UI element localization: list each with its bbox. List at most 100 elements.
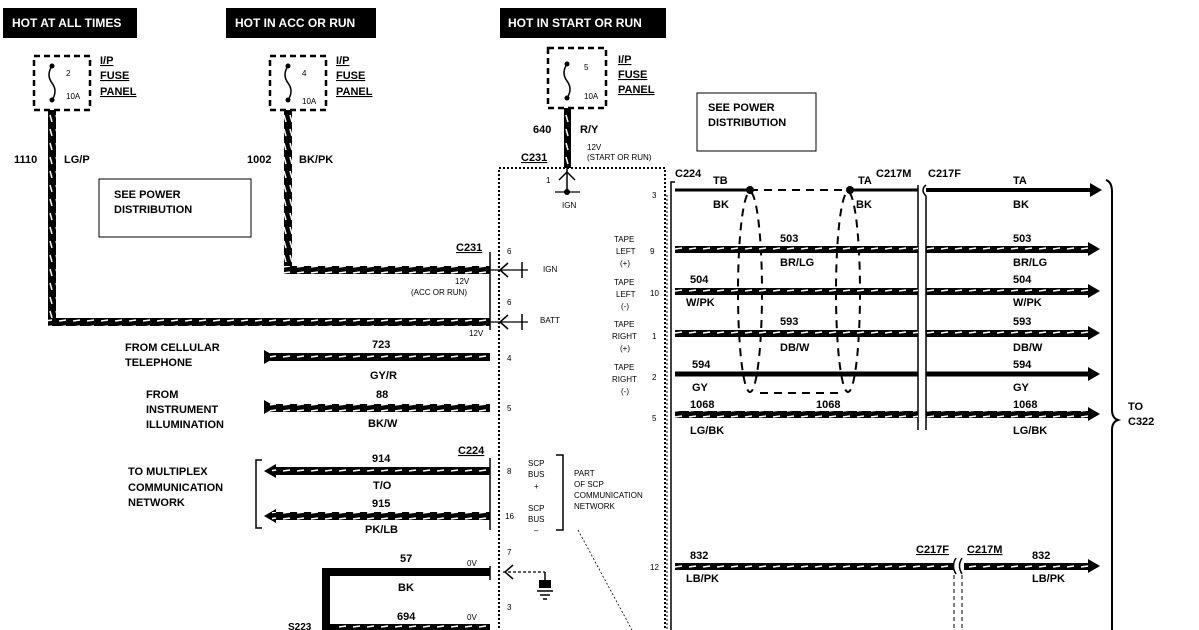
svg-text:914: 914: [372, 453, 391, 465]
svg-text:1: 1: [652, 332, 657, 341]
connector-c231: C231: [456, 242, 482, 254]
svg-text:6: 6: [507, 247, 512, 256]
svg-text:5: 5: [652, 414, 657, 423]
svg-text:GY: GY: [692, 382, 709, 394]
wire-593: [675, 330, 918, 337]
svg-text:FUSE: FUSE: [618, 69, 647, 81]
svg-text:10: 10: [650, 289, 659, 298]
svg-text:I/P: I/P: [336, 55, 349, 67]
svg-text:0V: 0V: [467, 613, 477, 622]
svg-text:RIGHT: RIGHT: [612, 332, 637, 341]
radio-module-outline: [498, 167, 666, 630]
svg-text:593: 593: [1013, 316, 1031, 328]
svg-text:BUS: BUS: [528, 470, 544, 479]
svg-text:HOT IN START OR RUN: HOT IN START OR RUN: [508, 16, 642, 30]
svg-text:DB/W: DB/W: [780, 342, 810, 354]
svg-text:(+): (+): [620, 259, 630, 268]
svg-text:5: 5: [584, 63, 589, 72]
svg-text:594: 594: [1013, 359, 1032, 371]
svg-text:1068: 1068: [816, 399, 840, 411]
svg-text:6: 6: [507, 298, 512, 307]
svg-text:1068: 1068: [1013, 399, 1037, 411]
svg-text:BR/LG: BR/LG: [780, 257, 814, 269]
svg-text:SCP: SCP: [528, 504, 544, 513]
svg-text:2: 2: [652, 373, 657, 382]
svg-text:I/P: I/P: [100, 55, 113, 67]
svg-text:9: 9: [650, 247, 655, 256]
svg-text:C322: C322: [1128, 416, 1154, 428]
svg-text:W/PK: W/PK: [1013, 297, 1042, 309]
svg-text:–: –: [534, 526, 539, 535]
svg-text:FUSE: FUSE: [336, 70, 365, 82]
fuse-4: 4 10A I/P FUSE PANEL: [268, 54, 373, 112]
tape-right-plus-label: TAPE RIGHT (+): [612, 320, 637, 353]
svg-text:IGN: IGN: [543, 265, 557, 274]
wire-915: [272, 512, 490, 520]
see-power-distribution-right: SEE POWER DISTRIBUTION: [696, 92, 817, 152]
svg-text:PANEL: PANEL: [100, 86, 137, 98]
svg-text:503: 503: [780, 233, 798, 245]
tape-left-plus-label: TAPE LEFT (+): [614, 235, 636, 268]
svg-text:OF SCP: OF SCP: [574, 480, 604, 489]
svg-text:8: 8: [507, 467, 512, 476]
wire-914: [272, 467, 490, 475]
svg-text:IGN: IGN: [562, 201, 576, 210]
svg-text:7: 7: [507, 548, 512, 557]
svg-text:88: 88: [376, 389, 388, 401]
svg-text:10A: 10A: [302, 97, 317, 106]
svg-text:504: 504: [1013, 274, 1032, 286]
svg-text:3: 3: [652, 191, 657, 200]
fuse-2: 2 10A I/P FUSE PANEL: [32, 54, 137, 112]
svg-text:FROM CELLULAR: FROM CELLULAR: [125, 342, 220, 354]
wire-1110-number: 1110: [14, 154, 37, 166]
svg-text:HOT IN ACC OR RUN: HOT IN ACC OR RUN: [235, 16, 355, 30]
svg-text:COMMUNICATION: COMMUNICATION: [574, 491, 643, 500]
svg-text:TA: TA: [858, 175, 872, 187]
connector-c217f-top: C217F: [928, 168, 961, 180]
see-power-distribution-left: SEE POWER DISTRIBUTION: [98, 178, 252, 238]
wire-1110: [48, 110, 56, 325]
svg-text:4: 4: [302, 69, 307, 78]
svg-text:723: 723: [372, 339, 390, 351]
svg-text:SEE POWER: SEE POWER: [708, 102, 775, 114]
svg-text:LG/BK: LG/BK: [1013, 425, 1047, 437]
svg-text:GY/R: GY/R: [370, 370, 397, 382]
wire-640: [564, 108, 571, 168]
fuse-5: 5 10A I/P FUSE PANEL: [546, 46, 655, 110]
svg-text:10A: 10A: [584, 92, 599, 101]
svg-text:PANEL: PANEL: [618, 84, 655, 96]
svg-text:LEFT: LEFT: [616, 247, 636, 256]
svg-text:GY: GY: [1013, 382, 1030, 394]
svg-text:(+): (+): [620, 344, 630, 353]
svg-text:S223: S223: [288, 622, 312, 630]
svg-text:57: 57: [400, 553, 412, 565]
svg-text:SCP: SCP: [528, 459, 544, 468]
svg-text:+: +: [534, 482, 539, 491]
connector-c231-top: C231: [521, 152, 547, 164]
svg-text:W/PK: W/PK: [686, 297, 715, 309]
svg-text:TAPE: TAPE: [614, 320, 634, 329]
svg-text:(-): (-): [621, 387, 629, 396]
svg-text:594: 594: [692, 359, 711, 371]
svg-text:TO MULTIPLEX: TO MULTIPLEX: [128, 466, 208, 478]
tape-right-minus-label: TAPE RIGHT (-): [612, 363, 637, 396]
svg-text:0V: 0V: [467, 559, 477, 568]
svg-text:(ACC OR RUN): (ACC OR RUN): [411, 288, 467, 297]
hot-in-start-or-run-header: HOT IN START OR RUN: [500, 8, 666, 38]
svg-text:TA: TA: [1013, 175, 1027, 187]
svg-text:10A: 10A: [66, 92, 81, 101]
svg-text:TB: TB: [713, 175, 728, 187]
svg-text:DISTRIBUTION: DISTRIBUTION: [114, 204, 192, 216]
tape-left-minus-label: TAPE LEFT (-): [614, 278, 636, 311]
svg-text:593: 593: [780, 316, 798, 328]
svg-text:4: 4: [507, 354, 512, 363]
svg-text:BK: BK: [856, 199, 872, 211]
svg-text:LEFT: LEFT: [616, 290, 636, 299]
connector-c224-left: C224: [458, 445, 485, 457]
connector-c217f-bottom: C217F: [916, 544, 949, 556]
svg-text:BK: BK: [1013, 199, 1029, 211]
svg-text:12V: 12V: [587, 143, 602, 152]
svg-text:12V: 12V: [469, 329, 484, 338]
svg-text:ILLUMINATION: ILLUMINATION: [146, 419, 224, 431]
svg-text:PANEL: PANEL: [336, 86, 373, 98]
